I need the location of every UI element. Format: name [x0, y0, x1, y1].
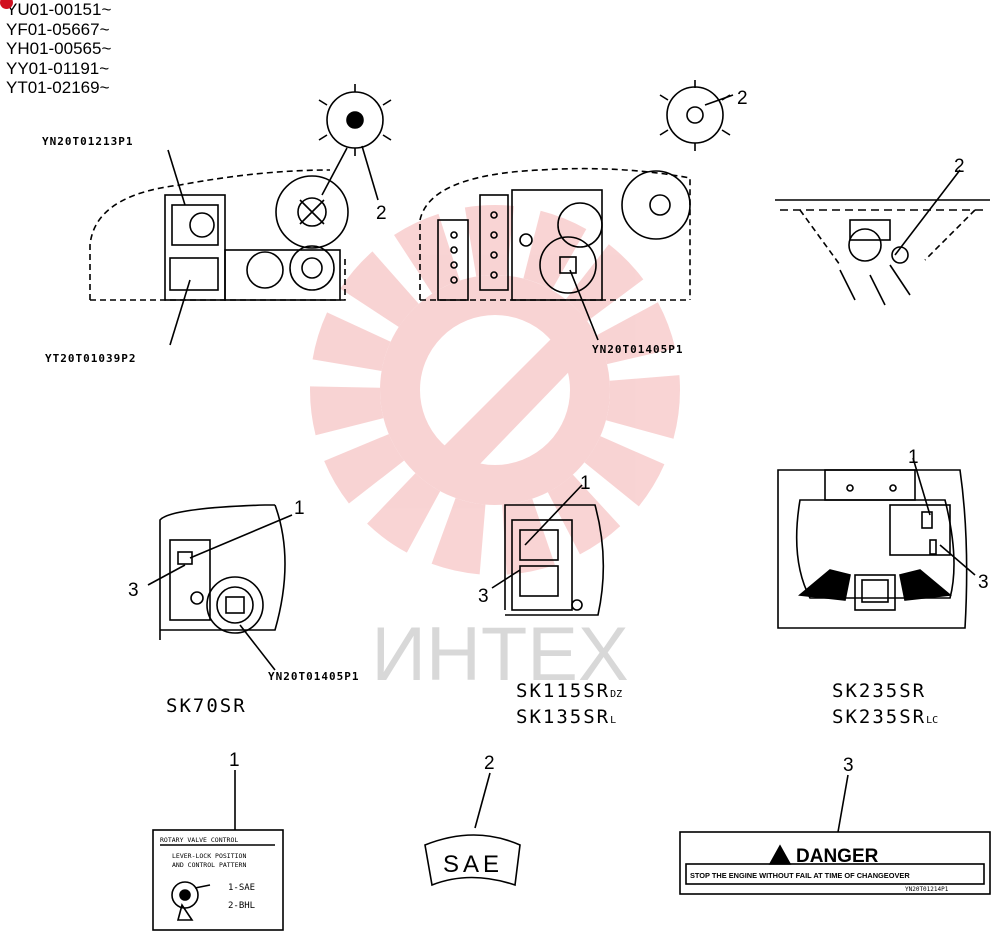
callout-number: 1 — [580, 473, 591, 494]
serial-item: YY01-01191~ — [6, 58, 110, 78]
callout-number: 1 — [294, 498, 305, 519]
decal-title: ROTARY VALVE CONTROL — [160, 836, 238, 844]
machine-top-view-2 — [419, 80, 734, 341]
callout-number: 2 — [376, 203, 387, 224]
decal-sae-text: SAE — [443, 851, 503, 878]
callout-number: 2 — [954, 156, 965, 177]
callout-number: 3 — [843, 755, 854, 776]
callout-number: 1 — [229, 750, 240, 771]
decal-sae — [424, 772, 521, 887]
decal-danger-text: STOP THE ENGINE WITHOUT FAIL AT TIME OF … — [690, 871, 910, 880]
serial-item: YU01-00151~ — [6, 0, 112, 19]
watermark-text: ИНТЕХ — [371, 612, 628, 697]
cab-view-sk235sr — [777, 457, 976, 629]
model-name: SK70SR — [166, 695, 247, 717]
part-label: YN20T01405P1 — [268, 670, 359, 683]
callout-number: 3 — [128, 580, 139, 601]
callout-number: 2 — [737, 88, 748, 109]
decal-part-number: YN20T01214P1 — [905, 886, 949, 893]
decal-option: 2-BHL — [228, 901, 255, 911]
callout-number: 2 — [484, 753, 495, 774]
decal-text: LEVER-LOCK POSITION — [172, 852, 246, 860]
callout-number: 3 — [478, 586, 489, 607]
part-label: YT20T01039P2 — [45, 352, 136, 365]
model-name: SK235SRLC — [832, 706, 938, 728]
model-name: SK235SR — [832, 680, 926, 702]
serial-list: YU01-00151~ YF01-05667~ YH01-00565~ YY01… — [0, 0, 112, 98]
decal-rotary-valve — [152, 770, 284, 931]
part-label: YN20T01405P1 — [592, 343, 683, 356]
decal-danger — [679, 774, 991, 895]
callout-number: 1 — [908, 447, 919, 468]
marker-dot — [0, 0, 13, 9]
part-label: YN20T01213P1 — [42, 135, 133, 148]
model-name: SK115SRDZ — [516, 680, 622, 702]
serial-item: YT01-02169~ — [6, 78, 110, 97]
watermark-logo — [310, 205, 680, 575]
callout-number: 3 — [978, 572, 989, 593]
cab-view-sk70sr — [147, 504, 293, 671]
serial-item: YF01-05667~ — [6, 19, 110, 39]
machine-top-view-1 — [89, 84, 392, 346]
machine-rear-view — [775, 169, 990, 306]
decal-option: 1-SAE — [228, 883, 255, 893]
decal-danger-title: DANGER — [796, 846, 879, 867]
cab-view-sk115sr — [491, 484, 605, 616]
model-name: SK135SRL — [516, 706, 616, 728]
serial-item: YH01-00565~ — [6, 39, 112, 58]
decal-text: AND CONTROL PATTERN — [172, 861, 246, 869]
